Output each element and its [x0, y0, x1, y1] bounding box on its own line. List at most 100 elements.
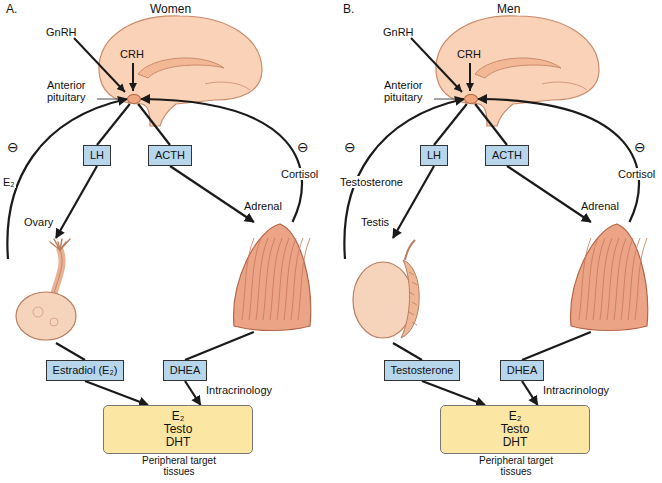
epididymis-coil [412, 282, 417, 285]
adrenal-striation [263, 238, 275, 320]
adrenal-striation [621, 238, 633, 320]
hormone-box: LH [83, 145, 111, 166]
connector-arrow [478, 99, 639, 222]
adrenal-striation [593, 238, 605, 320]
adrenal-shape [571, 224, 648, 331]
hormone-label: GnRH [383, 26, 414, 38]
panel-title: B. [343, 2, 354, 16]
edge-label: Cortisol [617, 168, 656, 180]
organ-drawing [345, 238, 425, 343]
target-tissue-box: E₂ Testo DHTPeripheral target tissues [440, 405, 590, 454]
edge-label: Cortisol [280, 168, 319, 180]
hormone-box: DHEA [163, 360, 208, 381]
organ-node: Ovary [8, 238, 88, 343]
target-tissue-box: E₂ Testo DHTPeripheral target tissues [103, 405, 253, 454]
epididymis-shape [401, 260, 419, 338]
adrenal-striation [600, 238, 612, 320]
node-label: DHEA [170, 364, 201, 377]
adrenal-striation [270, 238, 282, 320]
edge-label: E₂ [2, 176, 16, 188]
hormone-box: LH [420, 145, 448, 166]
organ-drawing [8, 238, 88, 343]
node-label: E₂ Testo DHT [158, 410, 198, 449]
edge-label: Testosterone [339, 176, 404, 188]
adrenal-striation [249, 238, 261, 320]
hormone-label: CRH [457, 48, 481, 60]
fimbria [60, 239, 70, 250]
hormone-box: ACTH [148, 145, 192, 166]
fimbria [50, 242, 60, 250]
adrenal-striation [614, 238, 626, 320]
adrenal-striation [277, 238, 289, 320]
node-caption: Peripheral target tissues [466, 455, 566, 477]
epididymis-coil [409, 292, 414, 295]
adrenal-striation [635, 238, 647, 320]
epididymis-coil [409, 312, 414, 315]
connector-arrow [7, 99, 127, 259]
organ-drawing [565, 222, 651, 332]
organ-node: Testis [345, 238, 425, 343]
node-label: E₂ Testo DHT [495, 410, 535, 449]
hormone-label: GnRH [46, 26, 77, 38]
epididymis-coil [412, 302, 417, 305]
connector-arrow [56, 343, 85, 360]
fimbria [54, 239, 60, 250]
adrenal-striation [586, 238, 598, 320]
brain-drawing [74, 16, 262, 126]
adrenal-striation [242, 238, 254, 320]
edge-label: Intracrinology [542, 384, 610, 396]
node-label: Adrenal [244, 200, 282, 212]
adrenal-striation [607, 238, 619, 320]
hormone-box: ACTH [485, 145, 529, 166]
node-label: ACTH [492, 149, 522, 162]
inhibition-sign: ⊖ [633, 140, 647, 154]
edge-label: Intracrinology [205, 384, 273, 396]
connector-arrow [522, 381, 538, 405]
organ-node: Adrenal [565, 222, 651, 332]
panel-title: Men [497, 2, 520, 16]
connector-arrow [422, 381, 485, 405]
hormone-box: Estradiol (E₂) [46, 360, 125, 381]
connector-arrow [141, 99, 302, 222]
connector-arrow [185, 332, 254, 360]
inhibition-sign: ⊖ [343, 140, 357, 154]
adrenal-striation [291, 238, 303, 320]
hormone-box: Testosterone [384, 360, 461, 381]
node-label: Anterior pituitary [47, 79, 111, 103]
follicle [33, 307, 43, 317]
connector-arrow [85, 381, 148, 405]
epididymis-coil [412, 322, 417, 325]
node-label: Anterior pituitary [384, 79, 448, 103]
connector-arrow [475, 104, 507, 145]
node-label: LH [90, 149, 104, 162]
follicle [50, 318, 58, 326]
connector-arrow [393, 343, 422, 360]
connector-arrow [170, 166, 254, 222]
inhibition-sign: ⊖ [6, 140, 20, 154]
panel-title: A. [6, 2, 17, 16]
node-label: Ovary [24, 216, 53, 228]
connector-arrow [522, 332, 591, 360]
node-label: DHEA [507, 364, 538, 377]
epididymis-coil [409, 272, 414, 275]
adrenal-shape [234, 224, 311, 331]
ovary-shape [16, 292, 76, 340]
organ-drawing [228, 222, 314, 332]
connector-arrow [97, 104, 130, 145]
node-label: LH [427, 149, 441, 162]
adrenal-striation [284, 238, 296, 320]
node-label: Adrenal [581, 200, 619, 212]
connector-arrow [138, 104, 170, 145]
connector-arrow [434, 104, 467, 145]
adrenal-striation [256, 238, 268, 320]
vas-deferens [405, 240, 415, 260]
node-label: Estradiol (E₂) [53, 364, 118, 377]
adrenal-striation [628, 238, 640, 320]
pituitary-node: Anterior pituitary [127, 94, 141, 104]
connector-arrow [185, 381, 201, 405]
brain-drawing [411, 16, 599, 126]
node-caption: Peripheral target tissues [129, 455, 229, 477]
node-label: Testis [361, 216, 389, 228]
pituitary-node: Anterior pituitary [464, 94, 478, 104]
node-label: Testosterone [391, 364, 454, 377]
